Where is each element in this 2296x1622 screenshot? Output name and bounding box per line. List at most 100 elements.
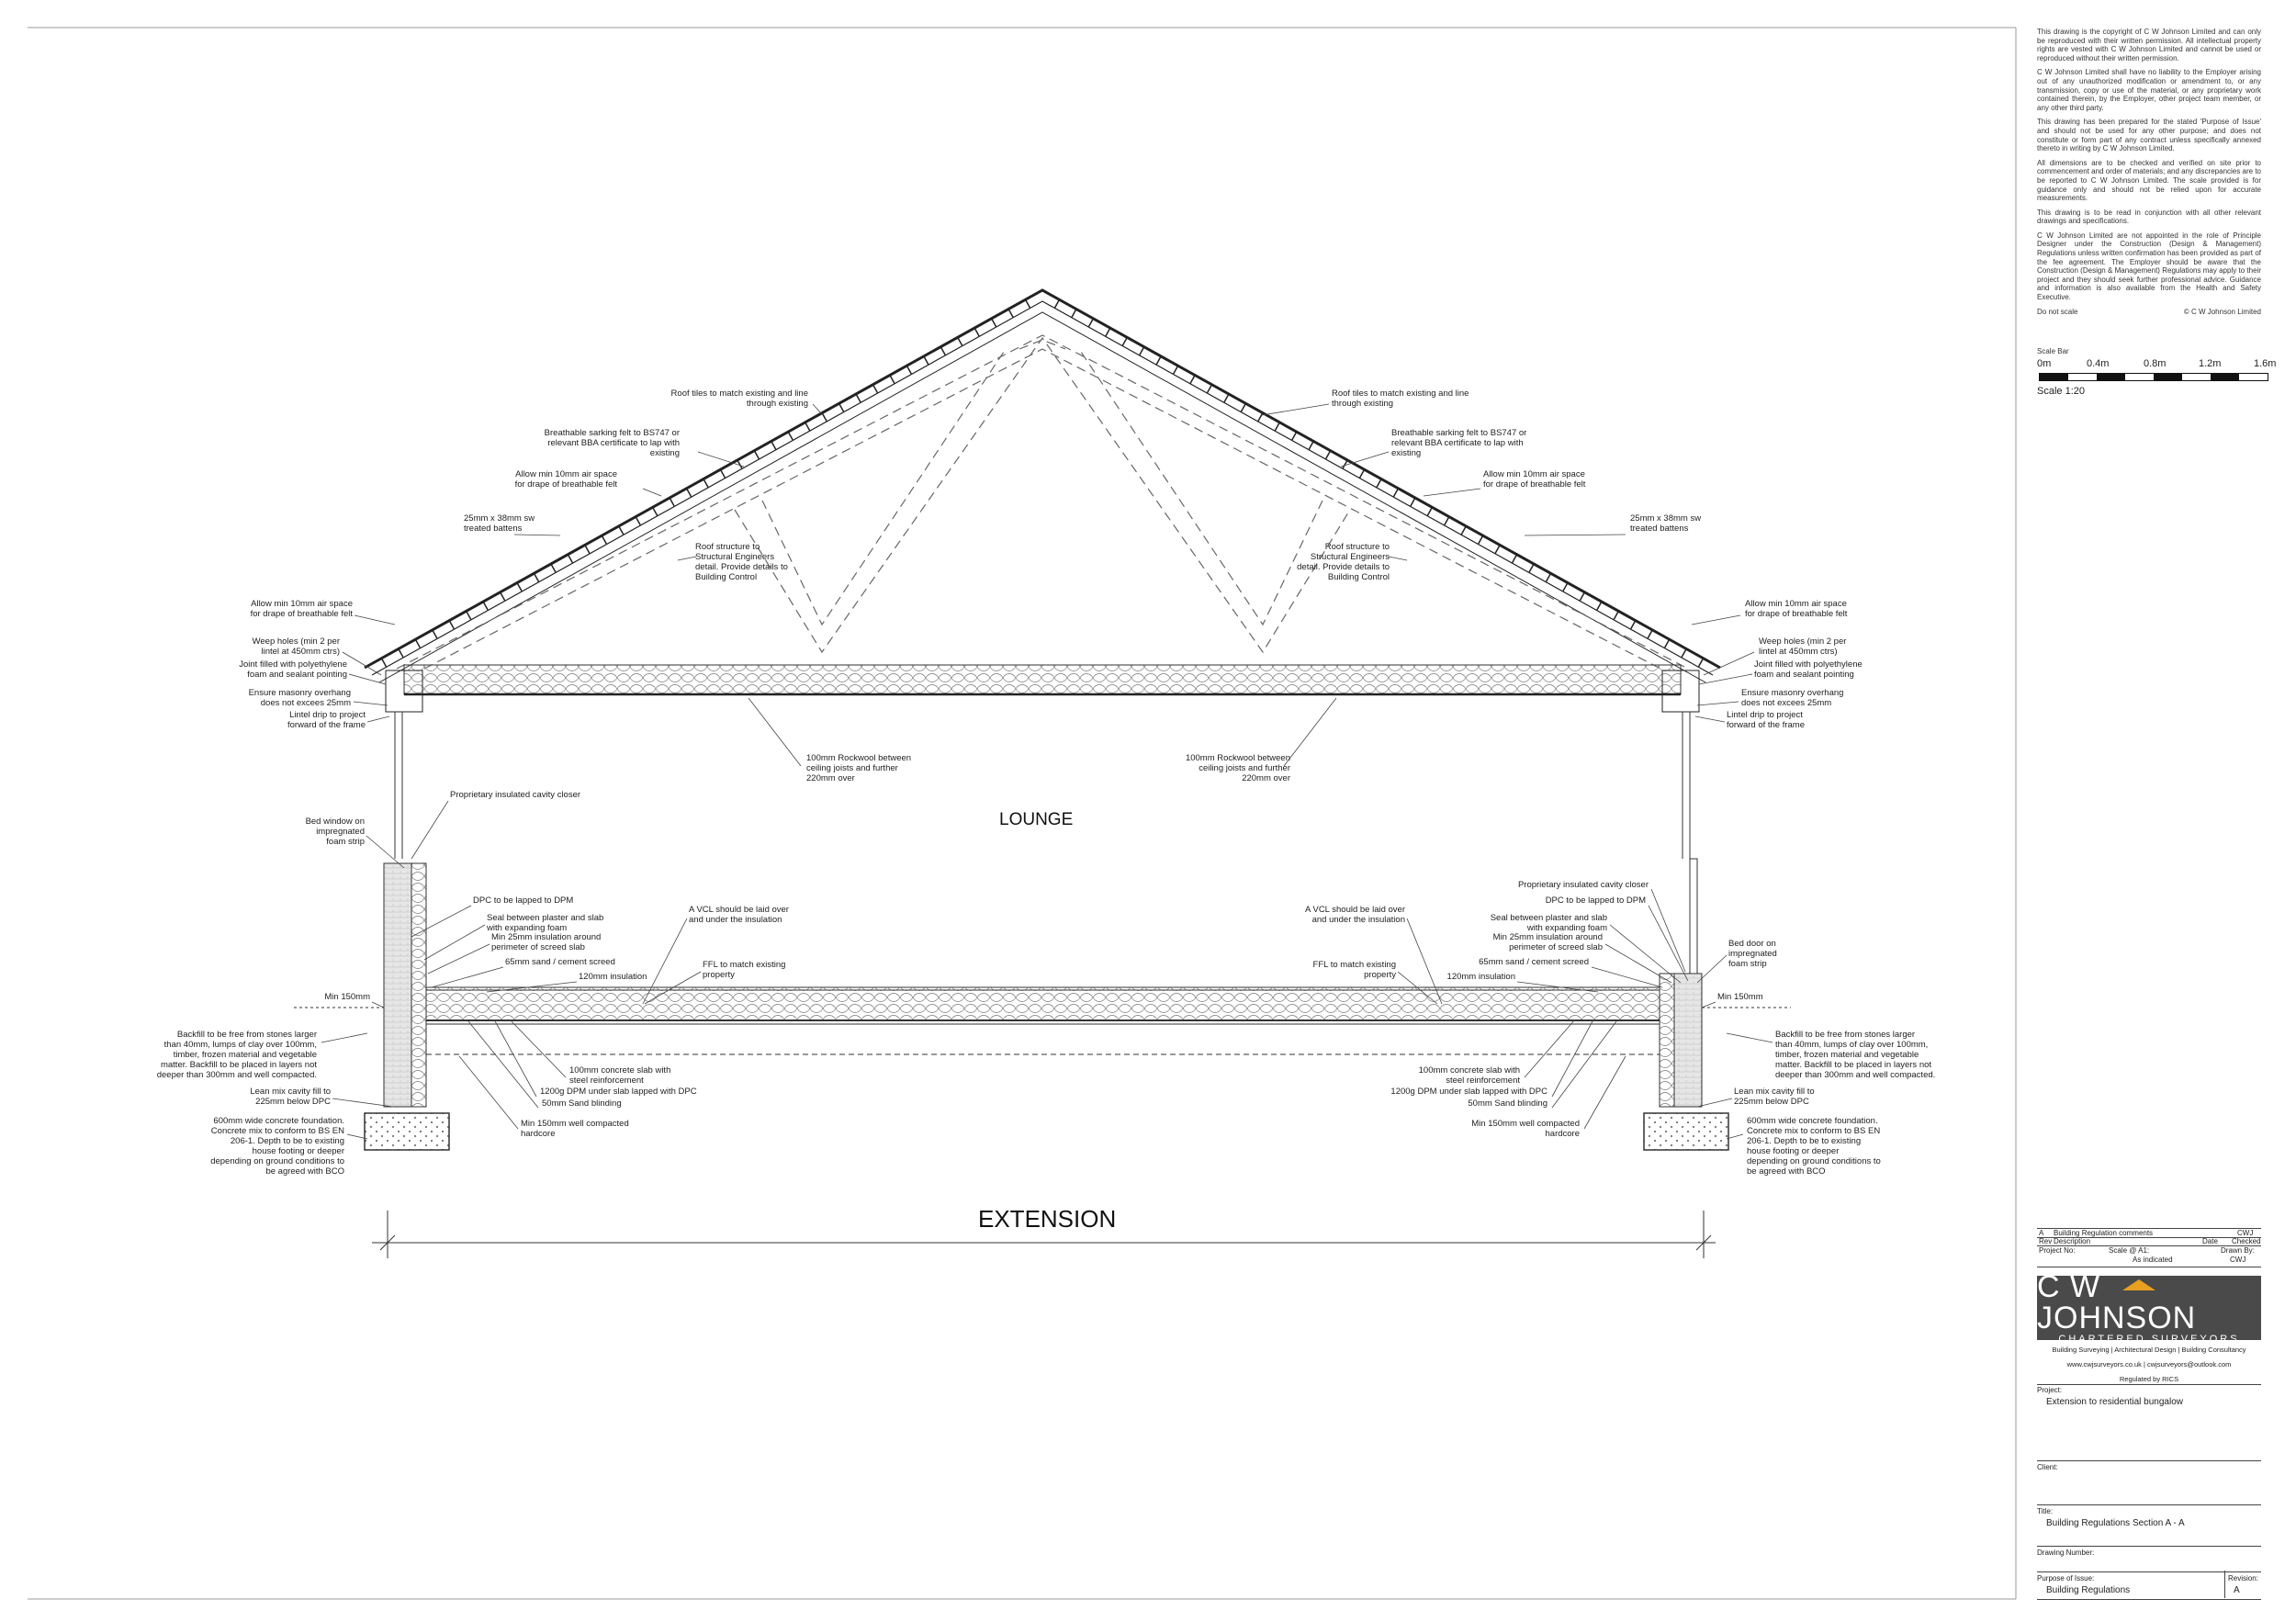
annotation-line: FFL to match existing	[703, 960, 785, 970]
annotation-line: depending on ground conditions to	[210, 1156, 344, 1166]
annotation-line: forward of the frame	[287, 720, 366, 730]
leader-line	[642, 488, 662, 497]
leader-line	[354, 614, 396, 625]
roof-tile-mark	[601, 535, 607, 545]
roof-tile-mark	[1376, 479, 1382, 488]
annotation-line: 65mm sand / cement screed	[505, 957, 615, 967]
annotation-line: Ensure masonry overhang	[1741, 688, 1843, 698]
annotation-line: for drape of breathable felt	[1745, 609, 1848, 619]
floor-slab	[294, 986, 1791, 1151]
annotation-line: Concrete mix to conform to BS EN	[211, 1126, 344, 1136]
title-label: Title:	[2037, 1507, 2054, 1515]
annotation-line: for drape of breathable felt	[1483, 479, 1586, 490]
annotation-line: Min 150mm well compacted	[1471, 1119, 1580, 1129]
regulated-by: Regulated by RICS	[2119, 1375, 2179, 1383]
roof-tile-mark	[432, 629, 438, 639]
annotation-line: house footing or deeper	[1747, 1146, 1839, 1156]
leader-line	[348, 673, 387, 685]
leader-line	[1648, 905, 1689, 982]
annotation-line: with expanding foam	[1526, 923, 1607, 933]
annotation-label: DPC to be lapped to DPM	[1546, 895, 1646, 906]
project-value: Extension to residential bungalow	[2046, 1397, 2183, 1407]
roof-tile-mark	[1478, 535, 1484, 545]
roof-tile-mark	[889, 375, 895, 384]
leader-line	[371, 1001, 385, 1008]
annotation-line: Building Control	[695, 572, 757, 582]
roof-tile-mark	[923, 355, 929, 366]
annotation-line: does not excees 25mm	[1741, 698, 1831, 708]
roof-tile-mark	[533, 572, 540, 582]
roof-tile-mark	[1460, 525, 1467, 535]
scale-tick-label: 0.8m	[2144, 358, 2167, 369]
roof-tile-mark	[1257, 412, 1264, 422]
roof-tile-mark	[466, 610, 472, 620]
leader-line	[642, 918, 688, 1005]
roof-tile-mark	[516, 582, 523, 591]
annotation-line: 225mm below DPC	[255, 1097, 331, 1107]
annotation-line: than 40mm, lumps of clay over 100mm,	[1775, 1040, 1928, 1050]
annotation-label: 50mm Sand blinding	[542, 1098, 622, 1109]
company-services: Building Surveying | Architectural Desig…	[2052, 1346, 2246, 1354]
leader-line	[1696, 1098, 1733, 1108]
scale-tick-label: 0.4m	[2087, 358, 2110, 369]
annotation-line: Lean mix cavity fill to	[250, 1087, 331, 1097]
leader-line	[1406, 918, 1443, 1005]
annotation-label: Min 150mm	[1717, 992, 1763, 1002]
leader-line	[812, 403, 824, 416]
annotation-line: through existing	[747, 399, 808, 409]
annotation-line: Backfill to be free from stones larger	[1775, 1030, 1915, 1040]
leader-line	[1691, 614, 1741, 625]
roof-tile-mark	[1647, 629, 1653, 639]
roof-tile-mark	[974, 327, 980, 337]
annotation-line: 600mm wide concrete foundation.	[1747, 1116, 1878, 1126]
annotation-line: and under the insulation	[689, 915, 782, 925]
leader-line	[509, 1019, 567, 1078]
roof-tile-mark	[753, 450, 760, 460]
project-no-label: Project No:	[2039, 1246, 2076, 1255]
annotation-line: lintel at 450mm ctrs)	[261, 647, 340, 657]
annotation-line: Allow min 10mm air space	[1483, 469, 1585, 479]
leader-line	[366, 835, 405, 869]
annotation-line: matter. Backfill to be placed in layers …	[1775, 1060, 1931, 1070]
leader-line	[1696, 701, 1739, 706]
annotation-line: Min 150mm well compacted	[521, 1119, 629, 1129]
leader-line	[486, 981, 578, 993]
annotation-line: forward of the frame	[1727, 720, 1805, 730]
annotation-line: treated battens	[464, 524, 523, 534]
annotation-line: for drape of breathable felt	[251, 609, 354, 619]
roof-tile-mark	[618, 525, 625, 535]
annotation-line: with expanding foam	[486, 923, 567, 933]
annotation-line: Bed window on	[306, 817, 365, 827]
annotation-line: A VCL should be laid over	[1305, 905, 1405, 915]
annotation-line: timber, frozen material and vegetable	[1775, 1050, 1919, 1060]
annotation-line: existing	[1391, 448, 1421, 458]
annotation-line: Allow min 10mm air space	[1745, 599, 1847, 609]
leader-line	[677, 556, 697, 561]
leader-line	[1524, 1019, 1576, 1078]
annotation-label: 50mm Sand blinding	[1468, 1098, 1548, 1109]
annotation-line: Lean mix cavity fill to	[1734, 1087, 1815, 1097]
annotation-line: be agreed with BCO	[265, 1166, 344, 1177]
roof-tile-mark	[482, 601, 489, 611]
annotation-line: 100mm Rockwool between	[806, 753, 911, 763]
annotation-line: Weep holes (min 2 per	[253, 636, 340, 647]
annotation-line: timber, frozen material and vegetable	[174, 1050, 317, 1060]
date-header: Date	[2202, 1237, 2218, 1245]
roof-tile-mark	[1562, 582, 1569, 591]
leader-line	[1604, 943, 1672, 984]
annotation-line: impregnated	[316, 827, 365, 837]
logo-name: C W JOHNSON	[2037, 1269, 2197, 1335]
